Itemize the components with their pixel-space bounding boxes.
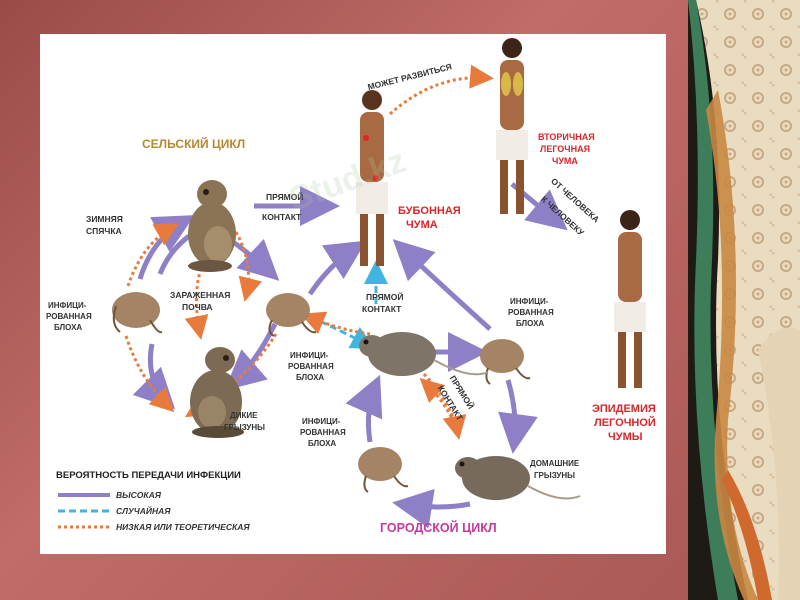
- infected-flea-right-line2: РОВАННАЯ: [508, 308, 554, 317]
- infected-flea-middle-line2: РОВАННАЯ: [288, 362, 334, 371]
- human-secondary-pneumonic-illustration: [496, 38, 528, 214]
- domestic-rodents-label-line1: ДОМАШНИЕ: [530, 459, 580, 468]
- infected-flea-left-line3: БЛОХА: [54, 323, 82, 332]
- flea-middle-illustration: [266, 293, 317, 337]
- infected-flea-right-line1: ИНФИЦИ-: [510, 297, 549, 306]
- secondary-pneumonic-label-line3: ЧУМА: [552, 156, 578, 166]
- infected-flea-bottom-line3: БЛОХА: [308, 439, 336, 448]
- urban-cycle-title: ГОРОДСКОЙ ЦИКЛ: [380, 520, 497, 535]
- infected-flea-bottom-line2: РОВАННАЯ: [300, 428, 346, 437]
- legend-title: ВЕРОЯТНОСТЬ ПЕРЕДАЧИ ИНФЕКЦИИ: [56, 470, 241, 481]
- prairie-dog-bottom-illustration: [190, 347, 244, 438]
- flea-right-illustration: [480, 339, 531, 385]
- legend: ВЕРОЯТНОСТЬ ПЕРЕДАЧИ ИНФЕКЦИИ ВЫСОКАЯ СЛ…: [56, 470, 250, 532]
- direct-contact-top-line1: ПРЯМОЙ: [266, 191, 303, 202]
- legend-random-label: СЛУЧАЙНАЯ: [116, 505, 171, 516]
- rural-cycle-title: СЕЛЬСКИЙ ЦИКЛ: [142, 136, 245, 151]
- human-epidemic-illustration: [614, 210, 646, 388]
- infected-soil-label-line1: ЗАРАЖЕННАЯ: [170, 290, 230, 300]
- infected-soil-label-line2: ПОЧВА: [182, 302, 213, 312]
- domestic-rodents-label-line2: ГРЫЗУНЫ: [534, 471, 575, 480]
- flea-left-illustration: [112, 292, 163, 334]
- bubonic-plague-label-line2: ЧУМА: [406, 219, 438, 231]
- infected-flea-left-line2: РОВАННАЯ: [46, 312, 92, 321]
- infected-flea-left-line1: ИНФИЦИ-: [48, 301, 87, 310]
- infected-flea-right-line3: БЛОХА: [516, 319, 544, 328]
- rat-bottom-illustration: [455, 456, 581, 500]
- watermark-text: Stud.kz: [284, 142, 411, 219]
- infected-flea-middle-line1: ИНФИЦИ-: [290, 351, 329, 360]
- infected-flea-middle-line3: БЛОХА: [296, 373, 324, 382]
- bubonic-plague-label-line1: БУБОННАЯ: [398, 205, 461, 217]
- decorative-floral-pattern: [688, 0, 800, 600]
- secondary-pneumonic-label-line1: ВТОРИЧНАЯ: [538, 132, 595, 142]
- prairie-dog-top-illustration: [188, 180, 236, 272]
- epidemic-label-line1: ЭПИДЕМИЯ: [592, 403, 656, 415]
- hibernation-label-line1: ЗИМНЯЯ: [86, 214, 123, 224]
- direct-contact-middle-line1: ПРЯМОЙ: [366, 291, 403, 302]
- legend-high-label: ВЫСОКАЯ: [116, 490, 162, 500]
- epidemic-label-line3: ЧУМЫ: [608, 431, 643, 443]
- decorative-side-panel: [688, 0, 800, 600]
- direct-contact-middle-line2: КОНТАКТ: [362, 304, 402, 314]
- may-develop-label: МОЖЕТ РАЗВИТЬСЯ: [367, 61, 453, 92]
- rat-center-illustration: [359, 332, 489, 376]
- flea-bottom-illustration: [358, 447, 409, 493]
- diagram-card: СЕЛЬСКИЙ ЦИКЛ ГОРОДСКОЙ ЦИКЛ МОЖЕТ РАЗВИ…: [40, 34, 666, 554]
- epidemic-label-line2: ЛЕГОЧНОЙ: [594, 416, 656, 429]
- wild-rodents-label-line1: ДИКИЕ: [230, 411, 258, 420]
- legend-low-label: НИЗКАЯ ИЛИ ТЕОРЕТИЧЕСКАЯ: [116, 522, 250, 532]
- direct-contact-top-line2: КОНТАКТ: [262, 212, 302, 222]
- wild-rodents-label-line2: ГРЫЗУНЫ: [224, 423, 265, 432]
- infected-flea-bottom-line1: ИНФИЦИ-: [302, 417, 341, 426]
- hibernation-label-line2: СПЯЧКА: [86, 226, 122, 236]
- human-bubonic-illustration: [356, 90, 388, 266]
- secondary-pneumonic-label-line2: ЛЕГОЧНАЯ: [540, 144, 590, 154]
- plague-transmission-diagram: СЕЛЬСКИЙ ЦИКЛ ГОРОДСКОЙ ЦИКЛ МОЖЕТ РАЗВИ…: [46, 38, 656, 535]
